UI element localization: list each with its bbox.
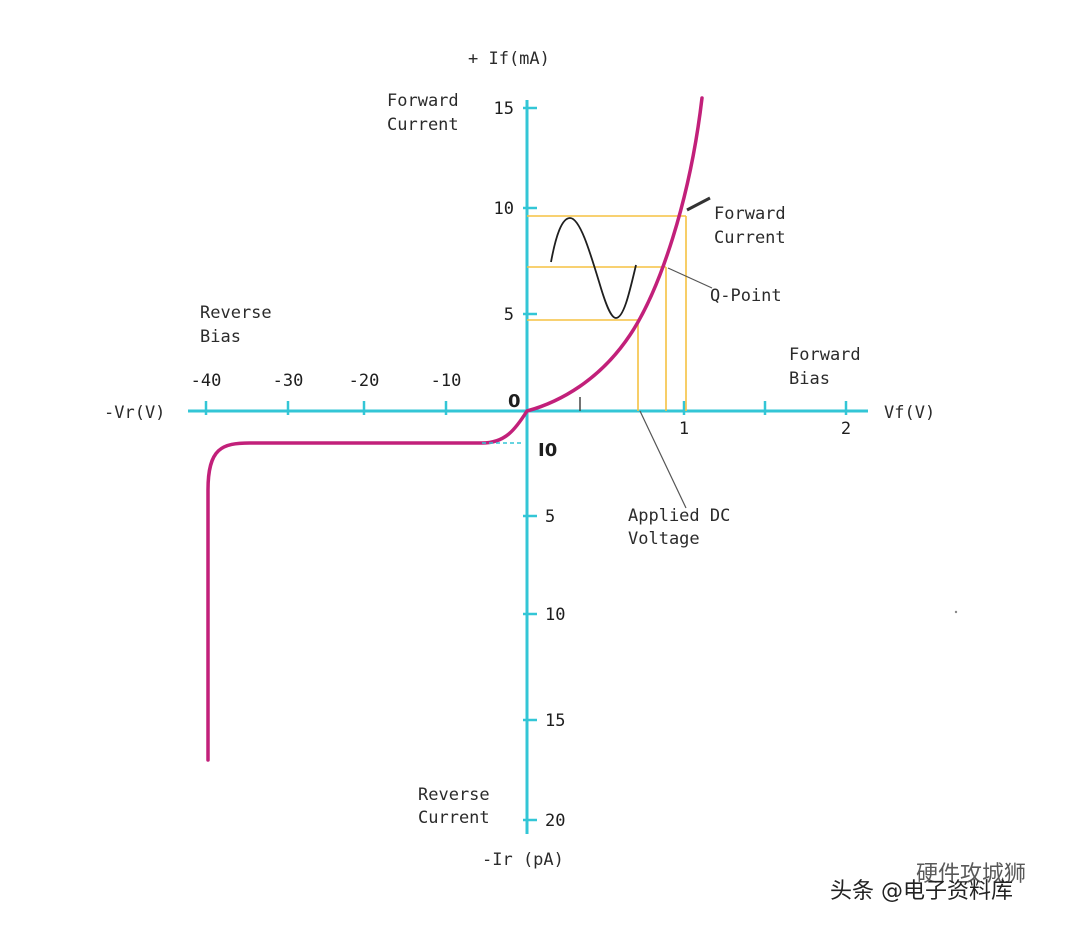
speckle-dot (954, 610, 958, 614)
x-tick-label: -20 (349, 371, 380, 391)
tick-labels: -40 -30 -20 -10 1 2 15 10 5 5 10 15 20 (191, 99, 851, 831)
q-point-leader (667, 267, 713, 289)
y-positive-axis-label: + If(mA) (468, 49, 550, 69)
axis-ticks (204, 106, 848, 822)
reverse-current-label-2: Current (418, 808, 490, 828)
origin-label: 0 (508, 391, 521, 412)
forward-current-curve-label-1: Forward (714, 204, 786, 224)
forward-bias-label-1: Forward (789, 345, 861, 365)
reverse-bias-label-1: Reverse (200, 303, 272, 323)
y-tick-label: 10 (494, 199, 514, 219)
x-tick-label: -10 (431, 371, 462, 391)
forward-current-leader (686, 196, 711, 212)
q-point-guide-lines (527, 215, 687, 411)
x-tick-label: -30 (273, 371, 304, 391)
applied-dc-label-1: Applied DC (628, 506, 730, 526)
forward-current-curve-label-2: Current (714, 228, 786, 248)
watermark: 硬件攻城狮 头条 @电子资料库 (830, 862, 1026, 904)
forward-bias-label-2: Bias (789, 369, 830, 389)
applied-dc-label-2: Voltage (628, 529, 700, 549)
x-negative-axis-label: -Vr(V) (104, 403, 165, 423)
forward-current-axis-label-1: Forward (387, 91, 459, 111)
y-tick-label: 15 (494, 99, 514, 119)
watermark-text: 头条 @电子资料库 (830, 879, 1013, 904)
y-negative-axis-label: -Ir (pA) (482, 850, 564, 870)
x-tick-label: -40 (191, 371, 222, 391)
reverse-current-label-1: Reverse (418, 785, 490, 805)
y-tick-label: 5 (545, 507, 555, 527)
reverse-bias-label-2: Bias (200, 327, 241, 347)
x-tick-label: 2 (841, 419, 851, 439)
watermark-overlay-text: 硬件攻城狮 (916, 862, 1026, 887)
leakage-current-label: I0 (538, 440, 557, 461)
x-positive-axis-label: Vf(V) (884, 403, 935, 423)
forward-current-axis-label-2: Current (387, 115, 459, 135)
applied-dc-leader (639, 410, 687, 509)
y-tick-label: 5 (504, 305, 514, 325)
x-tick-label: 1 (679, 419, 689, 439)
ac-signal-wave (550, 217, 637, 319)
y-tick-label: 10 (545, 605, 565, 625)
q-point-label: Q-Point (710, 286, 782, 306)
diode-iv-curve (206, 96, 704, 762)
y-tick-label: 20 (545, 811, 565, 831)
y-tick-label: 15 (545, 711, 565, 731)
